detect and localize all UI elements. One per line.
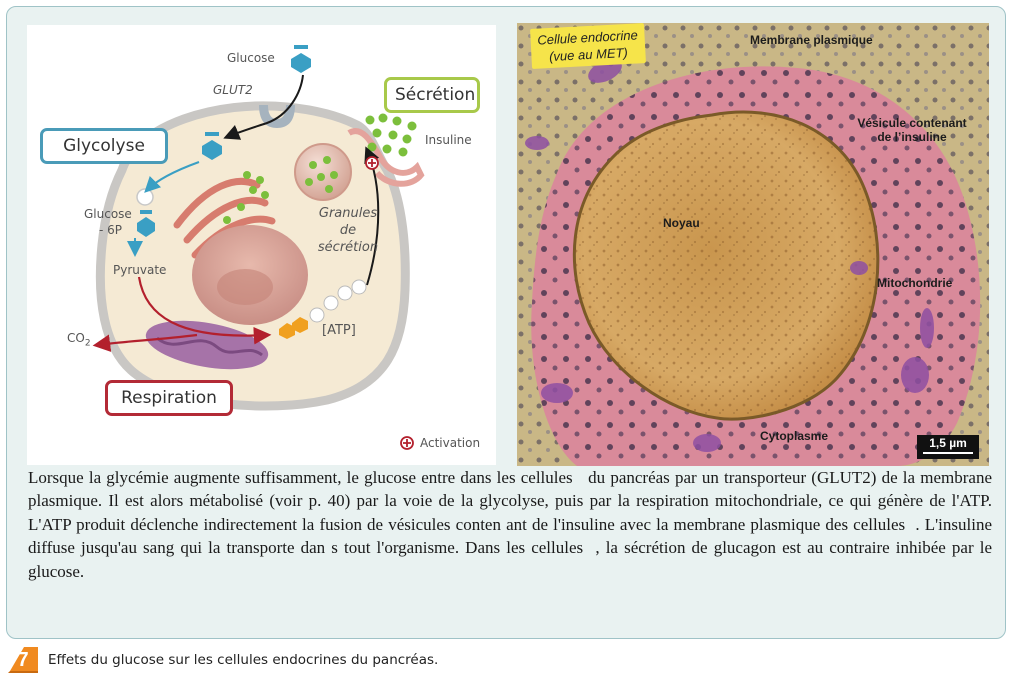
activation-legend-label: Activation [420, 436, 481, 450]
figure-number: 7 [17, 649, 29, 671]
cell-schematic-drawing [92, 45, 425, 450]
pyruvate-label: Pyruvate [113, 263, 167, 277]
figure-number-badge-shape [8, 647, 38, 673]
figure-number-badge: 7 [8, 645, 42, 675]
glucose6p-label-line2: - 6P [99, 223, 123, 237]
glut2-label: GLUT2 [213, 83, 253, 97]
electron-micrograph: Cellule endocrine (vue au MET) Membrane … [517, 23, 989, 466]
granules-label-line3: sécrétion [317, 240, 379, 255]
mitochondria-label: Mitochondrie [877, 276, 953, 290]
granules-label-line1: Granules [318, 206, 378, 221]
membrane-label: Membrane plasmique [750, 33, 873, 47]
granules-label-line2: de [339, 223, 357, 238]
granules-label: Granules de sécrétion [316, 205, 380, 256]
figure-caption: Effets du glucose sur les cellules endoc… [48, 652, 439, 668]
glucose-label: Glucose [227, 51, 275, 65]
co2-label: CO2 [67, 331, 91, 348]
cell-type-tag: Cellule endocrine (vue au MET) [530, 23, 646, 69]
cytoplasm-label: Cytoplasme [760, 429, 829, 443]
insuline-label: Insuline [425, 133, 472, 147]
atp-label: [ATP] [322, 323, 356, 338]
schematic-diagram: Glucose GLUT2 Sécrétion Insuline Glycoly… [27, 25, 496, 465]
co2-subscript: 2 [84, 338, 91, 349]
vesicle-label-line1: Vésicule contenant [857, 116, 967, 130]
vesicle-label-line2: de l’insuline [877, 130, 947, 144]
scale-bar: 1,5 µm [917, 435, 979, 459]
glycolyse-box: Glycolyse [40, 128, 168, 164]
description-paragraph: Lorsque la glycémie augmente suffisammen… [28, 468, 992, 581]
respiration-box: Respiration [105, 380, 233, 416]
micrograph-image [517, 23, 989, 466]
nucleus-label: Noyau [663, 216, 700, 230]
glucose6p-label-line1: Glucose [84, 207, 132, 221]
atp-text: ATP [327, 323, 351, 338]
scale-bar-label: 1,5 µm [929, 436, 967, 450]
vesicle-label: Vésicule contenant de l’insuline [847, 116, 977, 144]
secretion-box: Sécrétion [384, 77, 480, 113]
co2-text: CO [67, 331, 85, 345]
